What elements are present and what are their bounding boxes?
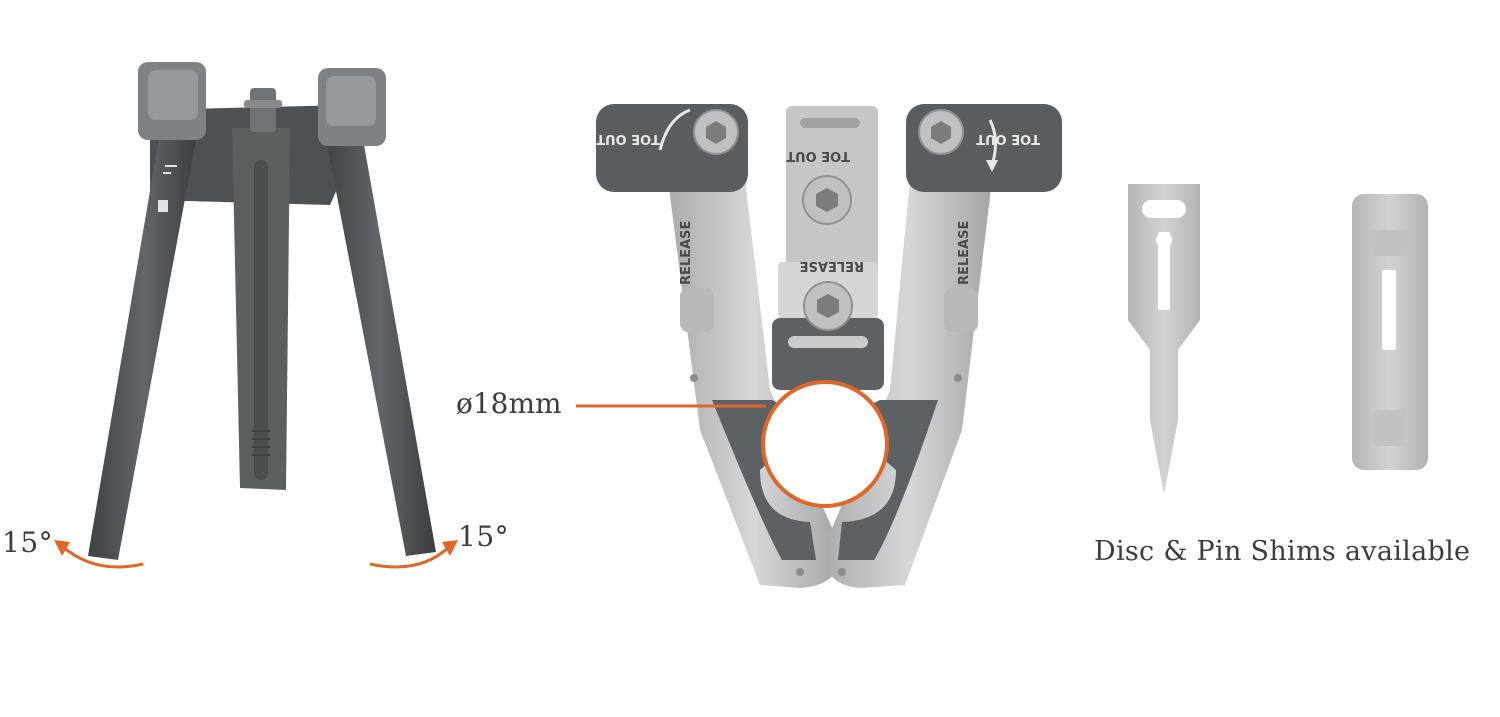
distractor-top-screw	[250, 88, 276, 132]
angle-label-right: 15°	[458, 520, 510, 553]
shims-caption: Disc & Pin Shims available	[1094, 536, 1471, 567]
distractor-left-arm	[88, 118, 200, 560]
toe-out-right-mark: TOE OUT	[976, 131, 1040, 146]
diameter-label: ø18mm	[456, 387, 562, 420]
distractor-grip-lines	[252, 430, 270, 456]
diameter-circle	[761, 380, 889, 508]
distractor-instrument	[88, 62, 436, 560]
release-left-mark: RELEASE	[679, 221, 694, 285]
rotation-arrow-right	[369, 540, 458, 569]
release-right-mark: RELEASE	[957, 221, 972, 285]
angle-label-left: 15°	[2, 526, 54, 559]
diameter-indicator	[576, 380, 889, 508]
disc-shim-body	[1128, 184, 1200, 494]
clamp-left-toe-arrow	[658, 108, 691, 151]
clamp-screws	[693, 109, 964, 331]
toe-out-center-mark: TOE OUT	[786, 148, 850, 163]
distractor-scale-marks	[158, 165, 177, 212]
clamp-left-release-button	[680, 288, 714, 332]
toe-out-left-mark: TOE OUT	[596, 131, 660, 146]
release-center-mark: RELEASE	[800, 258, 864, 273]
clamp-right-release-button	[944, 288, 978, 332]
clamp-instrument: TOE OUT TOE OUT TOE OUT RELEASE RELEASE …	[596, 104, 1062, 588]
pin-shim	[1352, 194, 1428, 470]
disc-shim	[1128, 184, 1200, 494]
rotation-arrow-left	[54, 540, 144, 569]
distractor-right-arm	[322, 118, 436, 556]
